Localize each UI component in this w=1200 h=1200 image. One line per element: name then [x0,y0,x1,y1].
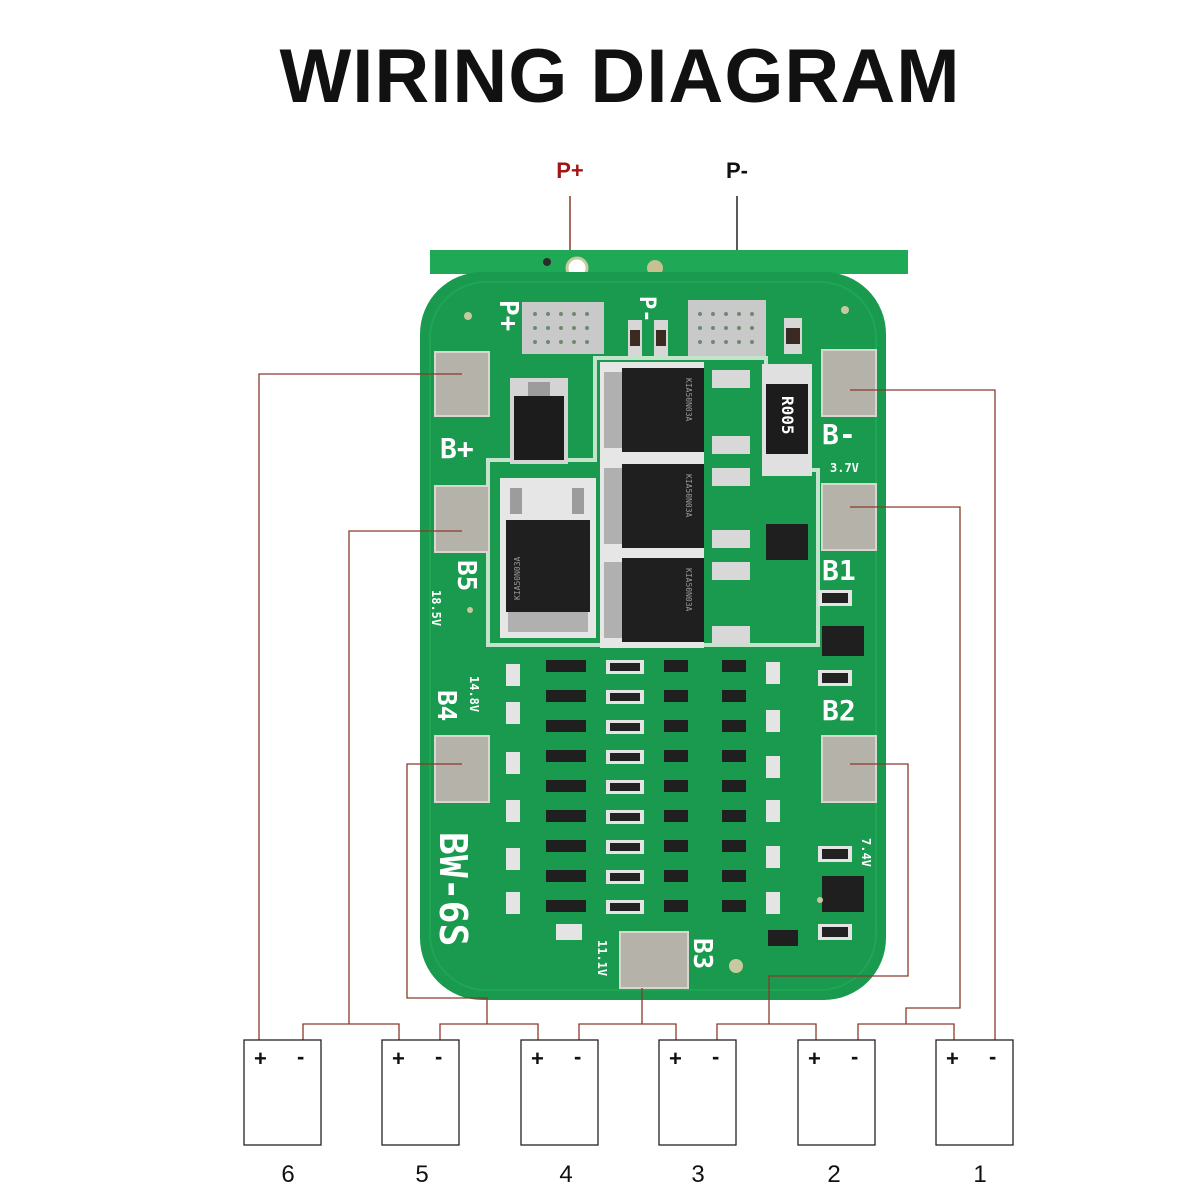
p-plus-terminal-label: P+ [556,158,584,183]
label-b-plus: B+ [440,432,474,465]
battery-cell-2: + - 2 [797,1039,876,1188]
link-cell6-cell5 [302,1023,400,1040]
wire-b-minus-to-cell1-minus [850,389,996,1040]
mosfet-1-marking: KIA50N03A [684,378,693,422]
mosfet-4: KIA50N03A [500,478,596,638]
cell1-plus-sign: + [946,1046,959,1071]
cell2-minus-sign: - [851,1044,858,1069]
voltage-b4: 14.8V [467,676,481,712]
pad-b-plus [434,351,490,417]
board-tab [430,250,908,274]
shunt-resistor-label: R005 [778,396,797,435]
smd-component-array [506,590,852,940]
cell6-number: 6 [281,1161,294,1188]
battery-cell-4: + - 4 [520,1039,599,1188]
voltage-b3: 11.1V [595,940,609,976]
wire-b-plus-to-cell6-plus [258,373,462,1040]
pad-b-minus [821,349,877,417]
mosfet-2: KIA50N03A [600,458,704,554]
wiring [258,373,996,1040]
cell1-number: 1 [973,1161,986,1188]
bms-board: P+ P- B+ B- B1 B2 B3 B4 B5 3.7V 7.4V 11.… [420,250,908,1000]
cell2-plus-sign: + [808,1046,821,1071]
board-model-label: BW-6S [431,832,475,946]
cell5-number: 5 [415,1161,428,1188]
link-cell4-cell3 [578,1023,677,1040]
cell1-minus-sign: - [989,1044,996,1069]
pad-b1 [821,483,877,551]
label-b4: B4 [431,690,461,721]
cell6-plus-sign: + [254,1046,267,1071]
cell4-plus-sign: + [531,1046,544,1071]
link-cell2-cell1 [857,1023,955,1040]
battery-cell-5: + - 5 [381,1039,460,1188]
cell3-plus-sign: + [669,1046,682,1071]
link-cell5-cell4 [439,1023,539,1040]
cell5-plus-sign: + [392,1046,405,1071]
pad-b4 [434,735,490,803]
label-b1: B1 [822,554,856,587]
voltage-b2: 7.4V [859,838,873,867]
battery-cell-3: + - 3 [658,1039,737,1188]
label-b2: B2 [822,694,856,727]
mosfet-1: KIA50N03A [600,362,704,458]
p-minus-terminal-label: P- [726,158,748,183]
label-b-minus: B- [822,418,856,451]
cell4-number: 4 [559,1161,572,1188]
wire-b1 [850,506,961,1024]
wire-b5 [348,530,462,1024]
silk-p-minus: P- [634,296,659,323]
label-b3: B3 [687,938,717,969]
cell5-minus-sign: - [435,1044,442,1069]
wire-b4 [406,763,488,1024]
label-b5: B5 [451,560,481,591]
voltage-b1: 3.7V [830,461,859,475]
pad-b5 [434,485,490,553]
link-cell3-cell2 [716,1023,817,1040]
cell2-number: 2 [827,1161,840,1188]
mosfet-2-marking: KIA50N03A [684,474,693,518]
pad-b3 [619,931,689,989]
cell3-number: 3 [691,1161,704,1188]
pad-b2 [821,735,877,803]
cell6-minus-sign: - [297,1044,304,1069]
mosfet-4-marking: KIA50N03A [513,556,522,600]
diagram-title: WIRING DIAGRAM [279,34,960,119]
cell3-minus-sign: - [712,1044,719,1069]
battery-cell-1: + - 1 [935,1039,1014,1188]
battery-cell-6: + - 6 [243,1039,322,1188]
battery-cells: + - 6 + - 5 + - 4 + - 3 + - 2 [243,1039,1014,1188]
wire-b2 [768,763,909,1024]
voltage-b5: 18.5V [429,590,443,626]
silk-p-plus: P+ [493,300,523,331]
mosfet-3-marking: KIA50N03A [684,568,693,612]
cell4-minus-sign: - [574,1044,581,1069]
mosfet-3: KIA50N03A [600,552,704,648]
